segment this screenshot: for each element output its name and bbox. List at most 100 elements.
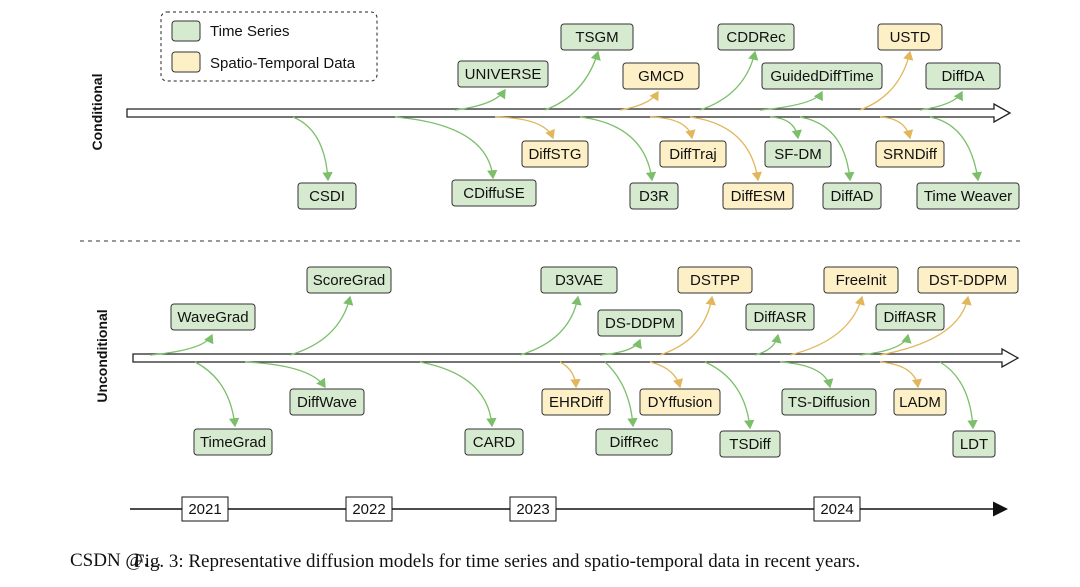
- connector-diffwave: [244, 361, 326, 389]
- node-label-diffasr-2: DiffASR: [883, 309, 936, 326]
- year-box-2022: [345, 496, 393, 522]
- node-label-freeinit: FreeInit: [836, 272, 888, 289]
- year-label-2023: 2023: [516, 501, 549, 518]
- node-tsdiffusion: TS-Diffusion: [781, 388, 877, 416]
- connector-card: [419, 361, 497, 428]
- node-timeweaver: Time Weaver: [916, 182, 1020, 210]
- connector-dstddpm: [879, 295, 972, 356]
- section-label-conditional: Conditional: [89, 74, 105, 151]
- connector-ladm: [879, 361, 923, 389]
- node-diffwave: DiffWave: [289, 388, 365, 416]
- connector-srndiff: [879, 116, 914, 140]
- connector-cddrec: [699, 50, 759, 111]
- year-box-2021: [181, 496, 229, 522]
- connector-ustd: [859, 50, 914, 111]
- node-label-diffda: DiffDA: [941, 68, 984, 85]
- node-label-timegrad: TimeGrad: [200, 434, 266, 451]
- connector-diffesm: [689, 116, 763, 182]
- node-label-ustd: USTD: [890, 29, 931, 46]
- node-diffasr-1: DiffASR: [745, 303, 815, 331]
- node-gmcd: GMCD: [622, 62, 700, 90]
- connector-freeinit: [789, 295, 865, 356]
- node-label-diffwave: DiffWave: [297, 394, 357, 411]
- node-label-d3r: D3R: [639, 188, 669, 205]
- node-label-tsdiff: TSDiff: [729, 436, 771, 453]
- conditional-models: TSGM CDDRec USTD UNIVERSE GMCD GuidedDif…: [297, 23, 1020, 210]
- connector-d3vae: [519, 295, 582, 356]
- node-difftraj: DiffTraj: [659, 140, 727, 168]
- connector-diffasr2: [859, 333, 912, 356]
- node-label-dstpp: DSTPP: [690, 272, 740, 289]
- node-label-dsddpm: DS-DDPM: [605, 315, 675, 332]
- section-label-unconditional: Unconditional: [94, 309, 110, 402]
- connector-dyffusion: [649, 361, 684, 389]
- node-ehrdiff: EHRDiff: [541, 388, 611, 416]
- node-freeinit: FreeInit: [823, 266, 899, 294]
- node-label-scoregrad: ScoreGrad: [313, 272, 386, 289]
- legend-border: [160, 11, 378, 82]
- connector-difftraj: [649, 116, 696, 140]
- node-ldt: LDT: [952, 430, 996, 458]
- connector-tsdiff: [704, 361, 755, 430]
- node-label-guideddifftime: GuidedDiffTime: [770, 68, 873, 85]
- connector-timegrad: [194, 361, 240, 428]
- caption-watermark: CSDN @…: [70, 550, 162, 571]
- node-d3vae: D3VAE: [540, 266, 618, 294]
- node-diffasr-2: DiffASR: [875, 303, 945, 331]
- connector-timeweaver: [929, 116, 983, 182]
- node-label-csdi: CSDI: [309, 188, 345, 205]
- node-diffesm: DiffESM: [722, 182, 794, 210]
- year-box-2023: [509, 496, 557, 522]
- connector-dsddpm: [599, 338, 642, 356]
- node-label-universe: UNIVERSE: [465, 66, 542, 83]
- year-label-2022: 2022: [352, 501, 385, 518]
- node-scoregrad: ScoreGrad: [306, 266, 392, 294]
- connector-tsdiffusion: [779, 361, 834, 389]
- year-label-2021: 2021: [188, 501, 221, 518]
- connector-diffasr1: [754, 333, 782, 356]
- node-label-tsgm: TSGM: [575, 29, 618, 46]
- node-label-ladm: LADM: [899, 394, 941, 411]
- node-label-wavegrad: WaveGrad: [177, 309, 248, 326]
- connector-diffad: [799, 116, 855, 182]
- node-label-diffad: DiffAD: [830, 188, 873, 205]
- year-label-2024: 2024: [820, 501, 853, 518]
- connector-csdi: [292, 116, 333, 182]
- unconditional-models: ScoreGrad D3VAE DSTPP FreeInit DST-DDPM …: [170, 266, 1019, 458]
- node-csdi: CSDI: [297, 182, 357, 210]
- node-dstddpm: DST-DDPM: [917, 266, 1019, 294]
- node-ustd: USTD: [877, 23, 943, 51]
- connector-wavegrad: [149, 333, 214, 356]
- node-diffad: DiffAD: [822, 182, 882, 210]
- node-tsgm: TSGM: [560, 23, 634, 51]
- connector-sfdm: [769, 116, 802, 140]
- node-label-card: CARD: [473, 434, 516, 451]
- node-label-tsdiffusion: TS-Diffusion: [788, 394, 870, 411]
- node-label-gmcd: GMCD: [638, 68, 684, 85]
- node-label-ehrdiff: EHRDiff: [549, 394, 604, 411]
- year-axis: 2021 2022 2023 2024: [130, 496, 1008, 522]
- node-dsddpm: DS-DDPM: [597, 309, 683, 337]
- node-guideddifftime: GuidedDiffTime: [761, 62, 883, 90]
- node-cdiffuse: CDiffuSE: [451, 179, 537, 207]
- legend: Time Series Spatio-Temporal Data: [160, 11, 378, 82]
- node-label-cdiffuse: CDiffuSE: [463, 185, 524, 202]
- connector-ldt: [939, 361, 978, 430]
- connector-universe: [454, 88, 506, 111]
- node-srndiff: SRNDiff: [875, 140, 945, 168]
- node-universe: UNIVERSE: [457, 60, 549, 88]
- node-ladm: LADM: [893, 388, 947, 416]
- connector-dstpp: [659, 295, 716, 356]
- node-sfdm: SF-DM: [764, 140, 832, 168]
- conditional-timeline-arrow: [126, 102, 1012, 124]
- node-d3r: D3R: [629, 182, 679, 210]
- node-label-diffesm: DiffESM: [731, 188, 786, 205]
- connector-tsgm: [544, 50, 601, 111]
- year-box-2024: [813, 496, 861, 522]
- legend-swatch-time-series: [171, 20, 201, 42]
- connector-d3r: [579, 116, 657, 182]
- node-card: CARD: [464, 428, 524, 456]
- connector-cdiffuse: [394, 116, 498, 180]
- connector-diffda: [919, 90, 963, 111]
- node-timegrad: TimeGrad: [193, 428, 273, 456]
